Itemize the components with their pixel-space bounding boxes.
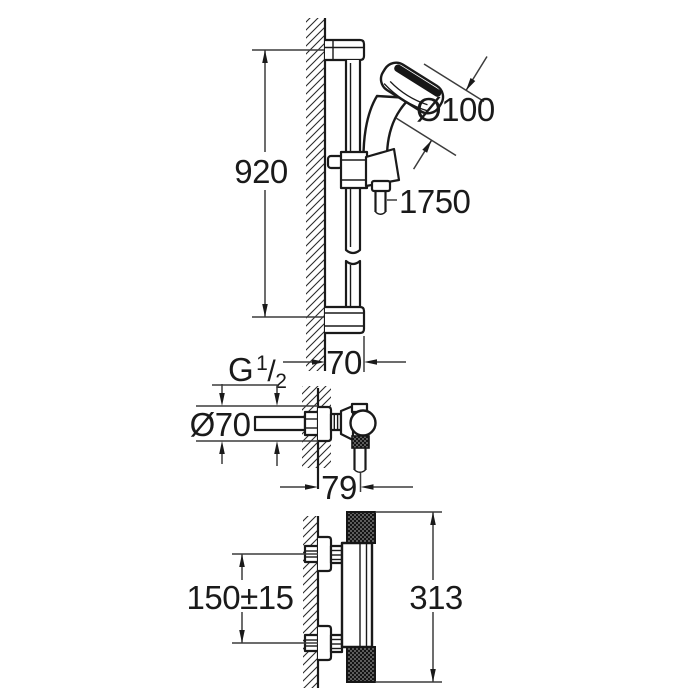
hose-break <box>375 211 386 215</box>
arrowhead <box>219 393 225 406</box>
inlet-escutcheon <box>318 535 333 573</box>
bracket-body <box>325 305 366 335</box>
swivel-ball <box>349 409 377 437</box>
inlet-escutcheon <box>318 624 333 662</box>
arrowhead <box>239 630 245 643</box>
hose-knurl-nut <box>351 435 370 449</box>
arrowhead <box>430 512 436 525</box>
supply-pipe <box>253 415 307 432</box>
head-edge-band <box>394 64 442 97</box>
rail-lower-segment <box>344 259 362 310</box>
dim-valve-projection: 79 <box>280 469 413 506</box>
view-shower-rail-set: 920 70 <box>234 18 495 381</box>
temperature-handle-knurl <box>346 511 376 544</box>
dim-head-diameter: Ø100 <box>395 56 495 170</box>
arrowhead <box>262 50 268 63</box>
dim-thermostat-height: 313 <box>375 511 463 683</box>
thread-slash: / <box>267 355 276 388</box>
dim-escutcheon-diameter: Ø70 <box>190 384 318 464</box>
dim-hose-length: 1750 <box>387 183 471 220</box>
rail-glider <box>326 147 401 193</box>
arrowhead <box>274 441 280 454</box>
dim-hose-length-label: 1750 <box>399 183 471 220</box>
dim-thermostat-height-label: 313 <box>409 579 463 616</box>
rail-bottom-bracket <box>325 305 366 335</box>
escutcheon-plate <box>318 405 333 443</box>
hose-nut <box>370 179 392 193</box>
hand-shower-head <box>379 61 445 115</box>
union-hex-nut <box>303 410 320 437</box>
dim-valve-projection-label: 79 <box>321 469 357 506</box>
shower-hose <box>374 191 387 215</box>
thread-denominator: 2 <box>275 370 286 393</box>
arrowhead <box>466 78 476 91</box>
arrowhead <box>239 554 245 567</box>
outlet-thread <box>329 412 343 432</box>
dim-rail-height-label: 920 <box>234 153 288 190</box>
wall-hatch <box>306 18 325 371</box>
spray-face-ring <box>389 80 428 106</box>
hose-break <box>354 469 366 473</box>
dim-head-diameter-label: Ø100 <box>416 91 495 128</box>
leader-line <box>212 384 278 393</box>
dim-rail-projection-label: 70 <box>326 344 362 381</box>
rail-top-bracket <box>325 38 366 62</box>
spray-face-ring <box>383 83 429 112</box>
arrowhead <box>305 484 318 490</box>
arrowhead <box>430 669 436 682</box>
dim-inlet-spacing: 150±15 <box>187 554 294 643</box>
glider-clamp <box>339 150 369 190</box>
dim-escutcheon-diameter-label: Ø70 <box>190 406 251 443</box>
arrowhead <box>219 441 225 454</box>
volume-handle-knurl <box>346 646 376 683</box>
wall-hatch <box>303 516 318 688</box>
view-thermostat: 150±15 313 <box>187 511 463 688</box>
arrowhead <box>360 484 374 490</box>
arrowhead <box>422 140 432 153</box>
outlet-hose <box>353 448 367 473</box>
arrowhead <box>364 359 377 365</box>
thread-prefix: G <box>228 351 253 388</box>
dim-rail-projection: 70 <box>283 336 406 381</box>
arrowhead <box>262 304 268 317</box>
extension-line <box>395 117 457 157</box>
dim-rail-height: 920 <box>234 49 324 318</box>
arrowhead <box>312 359 325 365</box>
dim-inlet-spacing-label: 150±15 <box>187 579 294 616</box>
handle-cradle-cone <box>364 147 401 188</box>
bracket-body <box>325 38 366 62</box>
thermostat-body <box>340 541 374 649</box>
arrowhead <box>274 393 280 406</box>
extension-line <box>423 63 485 103</box>
thread-numerator: 1 <box>256 352 267 375</box>
